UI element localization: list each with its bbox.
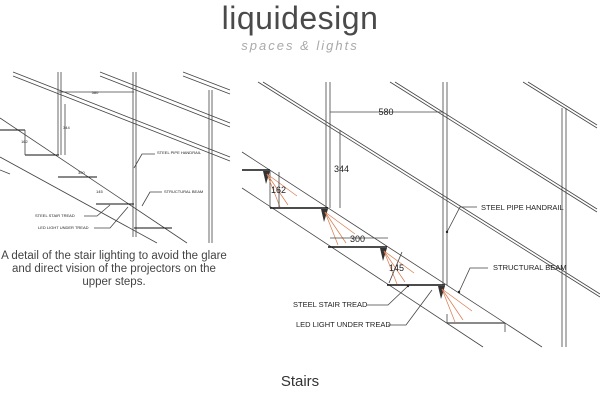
large-leaders <box>367 206 488 326</box>
small-label-beam: STRUCTURAL BEAM <box>164 189 203 194</box>
caption-line-1: A detail of the stair lighting to avoid … <box>1 250 227 262</box>
small-label-tread: STEEL STAIR TREAD <box>35 213 75 218</box>
large-handrails <box>257 81 600 298</box>
large-dim-162: 162 <box>271 185 286 195</box>
small-beam <box>0 117 188 244</box>
large-posts <box>325 82 567 347</box>
small-dim-145: 145 <box>96 189 103 194</box>
large-treads <box>242 169 506 332</box>
small-dim-162: 162 <box>21 139 28 144</box>
brand-logo: liquidesign <box>221 0 379 36</box>
small-treads <box>0 91 172 229</box>
large-dim-344: 344 <box>334 164 349 174</box>
page-title: Stairs <box>280 373 320 390</box>
caption-line-3: upper steps. <box>82 276 146 288</box>
large-label-handrail: STEEL PIPE HANDRAIL <box>481 203 564 212</box>
small-label-handrail: STEEL PIPE HANDRAIL <box>157 150 202 155</box>
large-led-lights <box>263 171 445 299</box>
small-label-led: LED LIGHT UNDER TREAD <box>38 225 89 230</box>
small-dim-300: 300 <box>78 170 85 175</box>
large-label-led: LED LIGHT UNDER TREAD <box>296 320 391 329</box>
large-label-tread: STEEL STAIR TREAD <box>293 300 368 309</box>
brand-tagline: spaces & lights <box>241 38 359 53</box>
caption-line-2: and direct vision of the projectors on t… <box>12 263 216 275</box>
large-dim-580: 580 <box>378 107 393 117</box>
small-posts <box>57 72 213 243</box>
small-leaders <box>84 153 162 229</box>
large-dim-300: 300 <box>350 234 365 244</box>
diagram-caption: A detail of the stair lighting to avoid … <box>0 250 228 289</box>
large-dimension-lines <box>278 111 443 284</box>
small-handrails <box>0 71 231 175</box>
large-dim-145: 145 <box>389 263 404 273</box>
small-dim-344: 344 <box>63 125 70 130</box>
large-beam <box>241 151 543 348</box>
large-label-beam: STRUCTURAL BEAM <box>493 263 566 272</box>
small-dim-580: 580 <box>92 90 99 95</box>
